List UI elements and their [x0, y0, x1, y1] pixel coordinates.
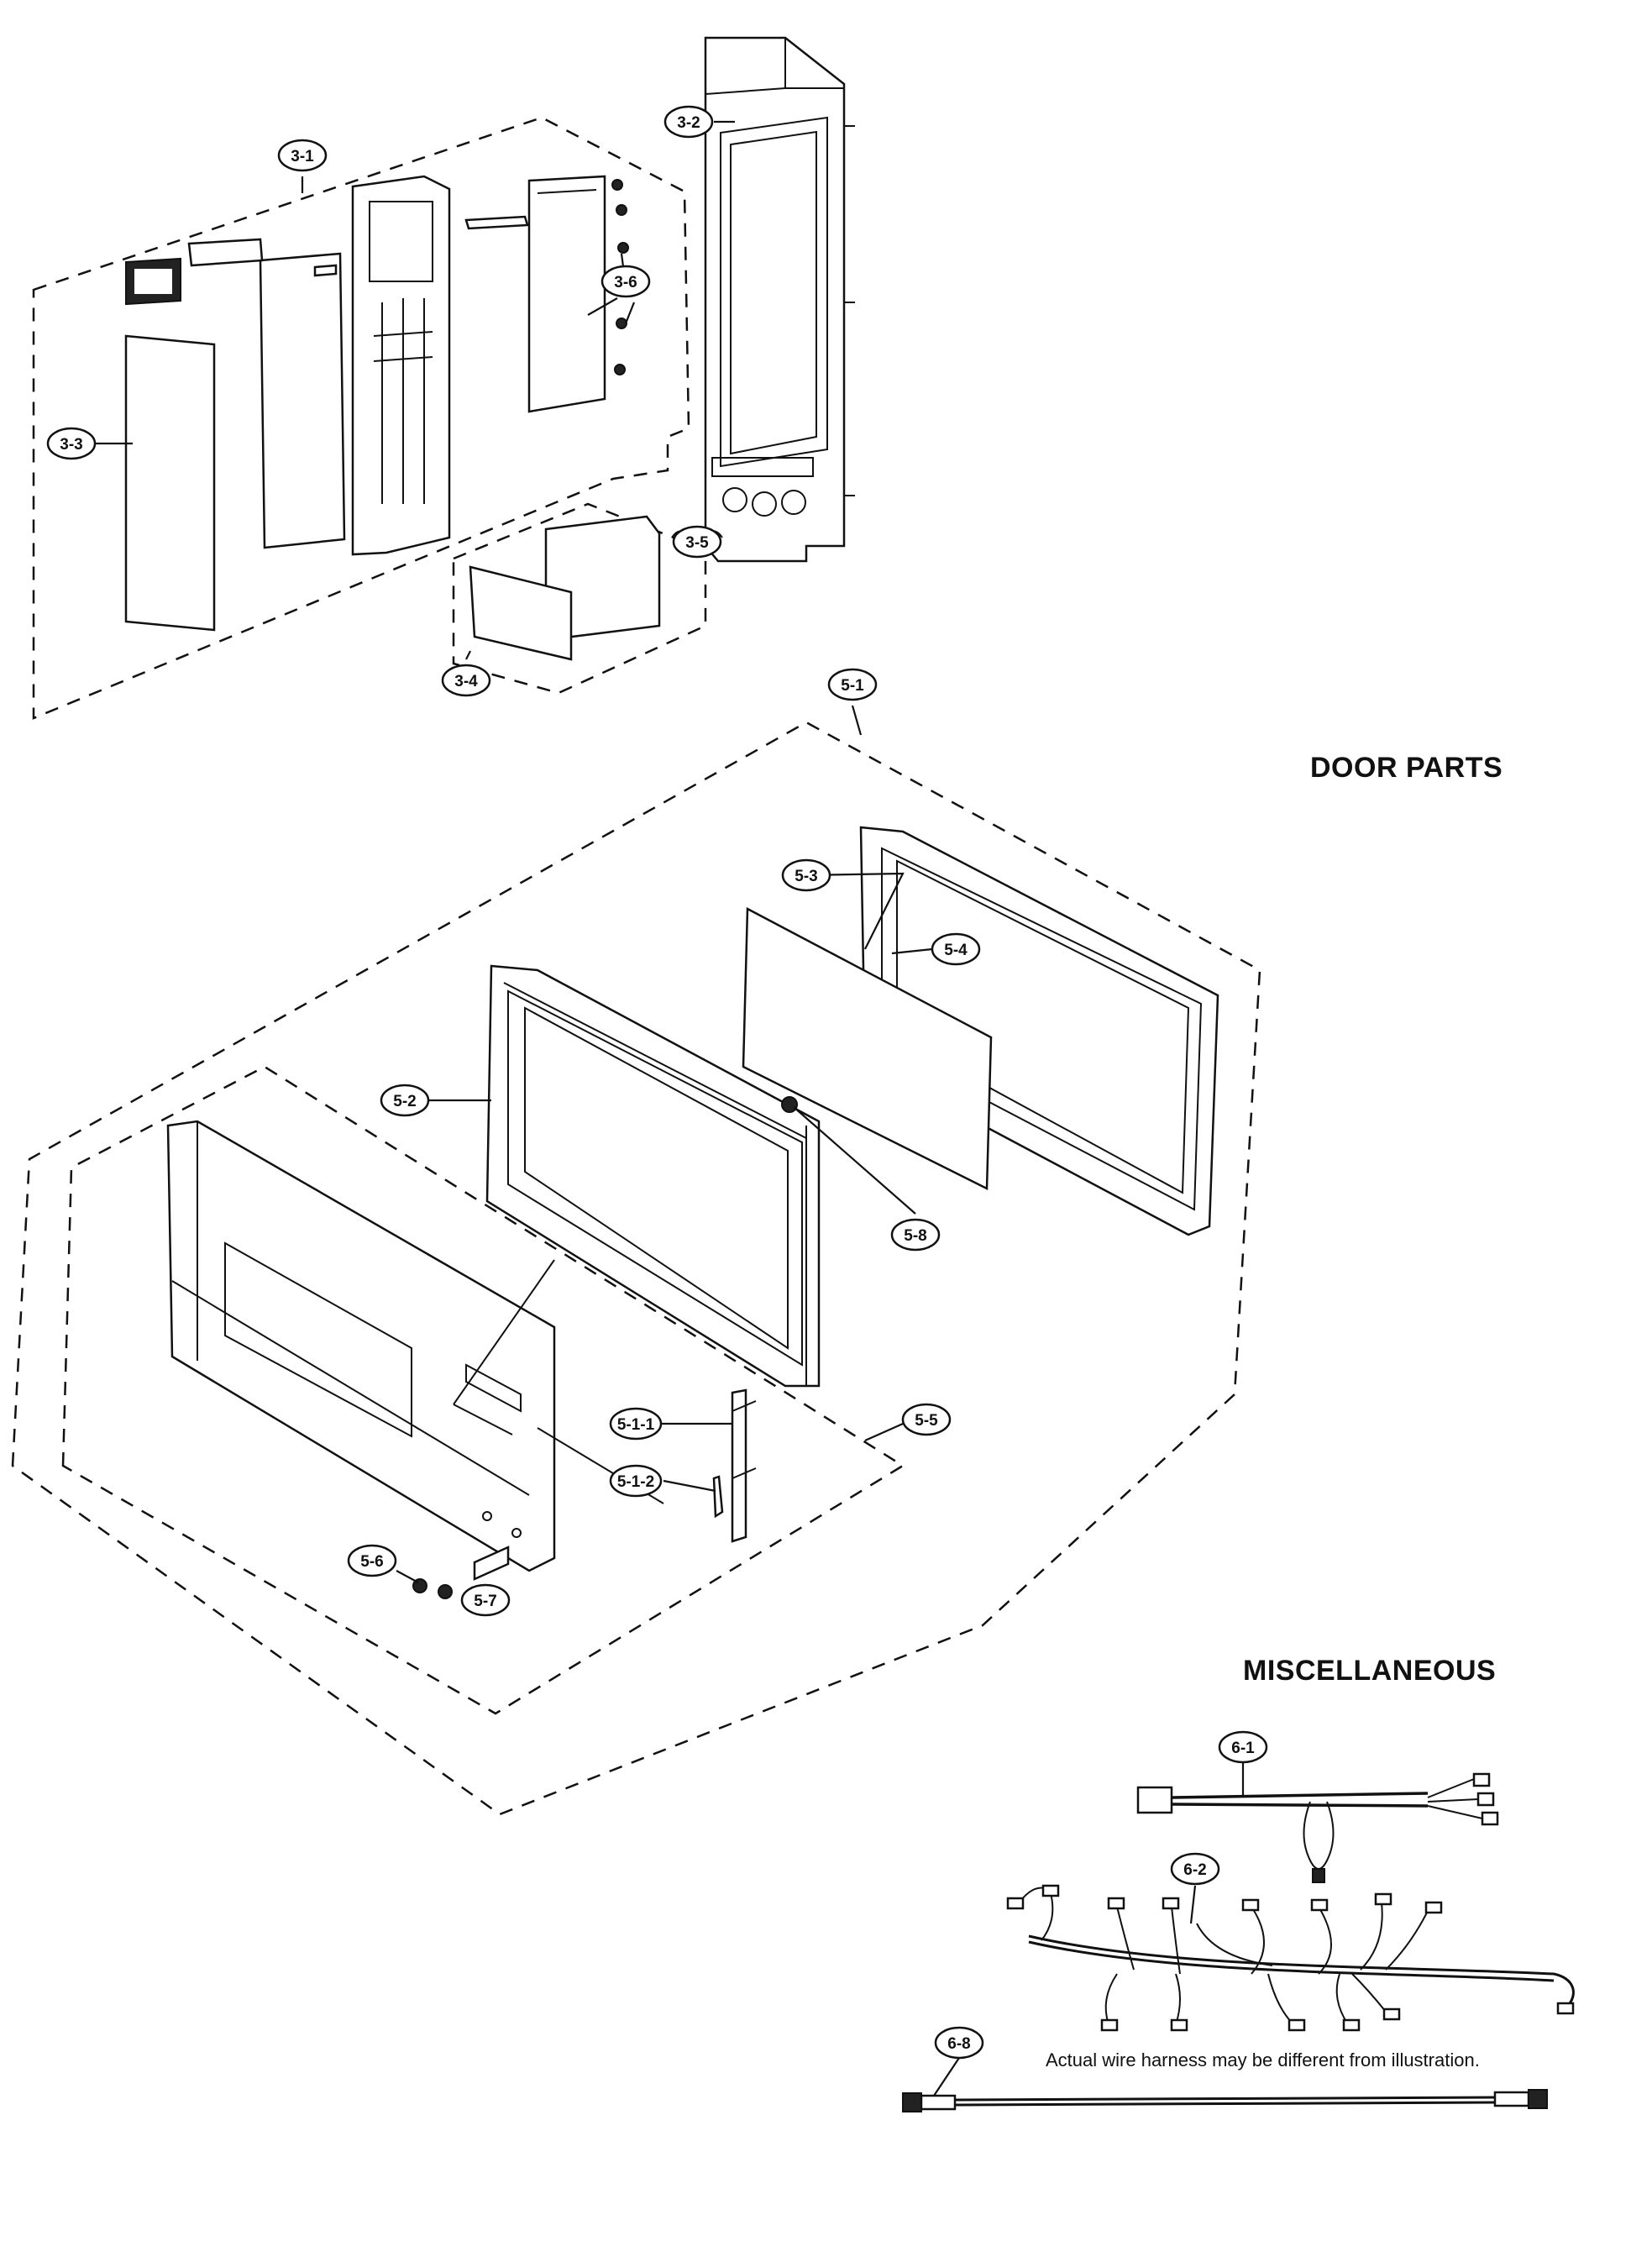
group-boundary-5-1 [11, 721, 1261, 1816]
callout-3-4: 3-4 [441, 664, 491, 697]
callout-5-1: 5-1 [827, 668, 878, 701]
door-front-part [166, 1120, 664, 1572]
callout-6-2: 6-2 [1170, 1852, 1220, 1886]
callout-bubble [890, 1218, 941, 1252]
callout-bubble [460, 1583, 511, 1617]
callout-bubble [901, 1403, 952, 1436]
callout-6-8: 6-8 [934, 2026, 984, 2060]
callout-bubble [441, 664, 491, 697]
door-group [11, 705, 1261, 1816]
key-panel-part [351, 175, 529, 556]
callout-label: 6-2 [1183, 1861, 1206, 1879]
callout-3-2: 3-2 [663, 105, 714, 139]
door-latch-part [712, 1388, 757, 1543]
callout-3-5: 3-5 [672, 525, 722, 559]
door-frame-part [485, 964, 821, 1388]
callout-3-3: 3-3 [46, 427, 97, 460]
misc-group [902, 1760, 1575, 2112]
callout-bubble [663, 105, 714, 139]
door-parts-heading: DOOR PARTS [1310, 752, 1503, 784]
callout-label: 3-5 [685, 534, 709, 552]
callout-label: 5-1 [841, 677, 864, 695]
door-button-part [469, 515, 723, 661]
callout-label: 5-1-2 [617, 1473, 654, 1491]
callout-bubble [347, 1544, 397, 1577]
control-frame-part [704, 36, 855, 563]
callout-5-5: 5-5 [901, 1403, 952, 1436]
harness-6-2-part [1006, 1884, 1575, 2032]
door-glass-part [742, 906, 993, 1190]
callout-label: 5-4 [944, 942, 968, 959]
circuit-board-part [527, 175, 629, 413]
callout-label: 6-1 [1231, 1740, 1255, 1757]
callout-3-6: 3-6 [600, 265, 651, 298]
callout-bubble [672, 525, 722, 559]
callout-5-4: 5-4 [931, 932, 981, 966]
harness-6-1-part [1136, 1772, 1499, 1883]
callout-label: 6-8 [947, 2035, 970, 2053]
callout-5-8: 5-8 [890, 1218, 941, 1252]
callout-5-3: 5-3 [781, 858, 831, 892]
callout-bubble [600, 265, 651, 298]
callout-label: 3-3 [60, 436, 82, 454]
callout-bubble [827, 668, 878, 701]
callout-5-2: 5-2 [380, 1084, 430, 1117]
callout-bubble [609, 1407, 663, 1441]
group-boundary-3-4 [452, 502, 707, 695]
control-panel-group [32, 36, 855, 720]
membrane-sheet-part [125, 238, 346, 549]
wire-harness-note: Actual wire harness may be different fro… [1046, 2049, 1480, 2070]
callout-label: 3-1 [291, 148, 314, 165]
group-boundary-5-5 [61, 1065, 905, 1715]
callout-6-1: 6-1 [1218, 1730, 1268, 1764]
callout-layer: 3-1 3-2 3-3 3-4 3-5 3-6 5-1 5-2 5-3 5-4 5-5 5-6 5-7 5… [46, 105, 1268, 2060]
callout-5-6: 5-6 [347, 1544, 397, 1577]
callout-label: 3-4 [454, 673, 478, 690]
callout-label: 3-6 [614, 274, 637, 291]
callout-bubble [931, 932, 981, 966]
callout-label: 5-8 [904, 1227, 926, 1245]
callout-bubble [1218, 1730, 1268, 1764]
callout-label: 3-2 [677, 114, 700, 132]
callout-label: 5-3 [795, 868, 817, 885]
wire-6-8-part [902, 2089, 1548, 2112]
callout-5-7: 5-7 [460, 1583, 511, 1617]
miscellaneous-heading: MISCELLANEOUS [1243, 1655, 1497, 1687]
decor-sheet-part [124, 334, 216, 632]
callout-bubble [609, 1464, 663, 1498]
callout-bubble [934, 2026, 984, 2060]
callout-5-1-1: 5-1-1 [609, 1407, 663, 1441]
callout-bubble [380, 1084, 430, 1117]
callout-label: 5-1-1 [617, 1416, 655, 1434]
callout-label: 5-6 [360, 1553, 383, 1571]
callout-5-1-2: 5-1-2 [609, 1464, 663, 1498]
callout-label: 5-5 [915, 1412, 938, 1430]
callout-bubble [46, 427, 97, 460]
callout-bubble [781, 858, 831, 892]
callout-label: 5-2 [393, 1093, 416, 1110]
group-boundary-3-1 [32, 116, 690, 720]
callout-bubble [1170, 1852, 1220, 1886]
callout-label: 5-7 [474, 1593, 496, 1610]
callout-bubble [277, 139, 328, 172]
callout-3-1: 3-1 [277, 139, 328, 172]
